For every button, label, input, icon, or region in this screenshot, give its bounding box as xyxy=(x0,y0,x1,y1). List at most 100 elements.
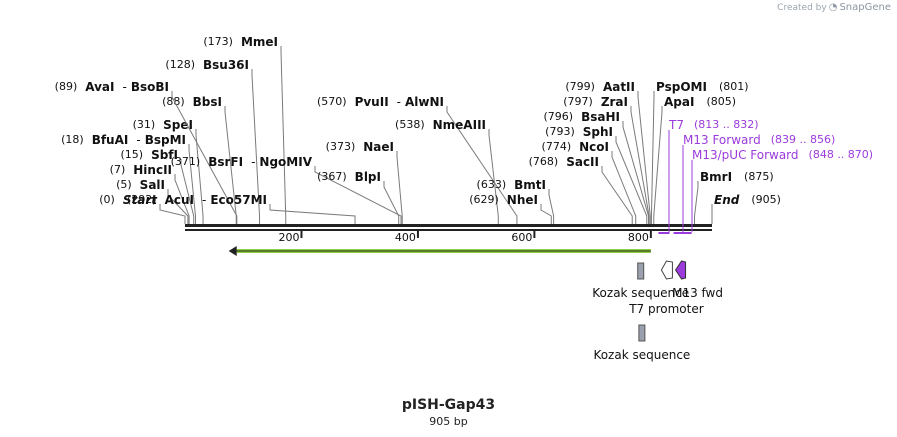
site-position: (905) xyxy=(751,193,781,206)
site-connector xyxy=(269,204,356,224)
site-label: (633)BmtI xyxy=(477,178,546,192)
site-connector xyxy=(548,189,555,224)
site-connector xyxy=(630,106,650,224)
site-position: (292) xyxy=(127,193,157,206)
feature-label: Kozak sequence xyxy=(593,348,690,362)
primer-label: M13/pUC Forward (848 .. 870) xyxy=(692,148,873,162)
site-connector xyxy=(488,129,499,224)
site-name: NcoI xyxy=(579,140,609,154)
site-connector xyxy=(694,181,699,224)
site-name: SalI xyxy=(140,178,165,192)
site-connector xyxy=(224,106,237,224)
site-name: AatII xyxy=(603,80,635,94)
site-label: (128)Bsu36I xyxy=(165,58,249,72)
site-label: (796) BsaHI xyxy=(544,110,621,124)
site-label: (367)BlpI xyxy=(317,170,381,184)
site-position: (373) xyxy=(326,140,356,153)
primer-range: (848 .. 870) xyxy=(809,148,874,161)
site-position: (629) xyxy=(469,193,499,206)
site-name: ZraI xyxy=(601,95,628,109)
site-name: Start xyxy=(123,193,158,207)
site-sphi: (793) SphI xyxy=(545,125,648,224)
ruler-tick-label: 400 xyxy=(395,231,416,244)
primer-name: T7 xyxy=(668,118,684,132)
site-position: (805) xyxy=(706,95,736,108)
site-position: (89) xyxy=(55,80,78,93)
site-position: (0) xyxy=(99,193,115,206)
site-sali: (5)SalI xyxy=(116,178,189,224)
site-name: BmrI xyxy=(700,170,732,184)
site-connector xyxy=(446,106,518,224)
feature-t7-promoter: T7 promoter xyxy=(628,260,704,316)
site-label: (570)PvuII-AlwNI xyxy=(317,95,444,109)
site-name: BsaHI xyxy=(581,110,620,124)
site-nhei: (629)NheI xyxy=(469,193,552,224)
site-name: AvaI xyxy=(85,80,114,94)
site-connector xyxy=(251,69,261,224)
site-hincii: (7) HincII xyxy=(110,163,190,224)
site-label: (799) AatII xyxy=(565,80,635,94)
site-name: ApaI xyxy=(664,95,694,109)
site-start: (0) Start xyxy=(99,193,186,224)
site-dash: - xyxy=(136,133,140,147)
site-acui: (292)AcuI-Eco57MI xyxy=(127,193,356,224)
primer-m13-puc-forward: M13/pUC Forward (848 .. 870) xyxy=(678,148,873,234)
site-connector xyxy=(167,189,189,224)
site-connector xyxy=(159,204,186,224)
site-name-2: BspMI xyxy=(145,133,186,147)
site-position: (793) xyxy=(545,125,575,138)
feature-kozak-2: Kozak sequence xyxy=(593,324,690,362)
map-length: 905 bp xyxy=(429,415,468,428)
site-position: (796) xyxy=(544,110,574,123)
site-connector xyxy=(188,144,196,224)
site-position: (538) xyxy=(395,118,425,131)
site-position: (801) xyxy=(719,80,749,93)
site-name: HincII xyxy=(133,163,172,177)
site-name: BmtI xyxy=(514,178,546,192)
site-name: SacII xyxy=(566,155,599,169)
site-position: (7) xyxy=(110,163,126,176)
credit-prefix: Created by xyxy=(777,2,827,13)
site-dash: - xyxy=(123,80,127,94)
site-label: (793) SphI xyxy=(545,125,613,139)
t7-promoter-arrow-icon xyxy=(660,260,673,280)
primer-t7: T7(813 .. 832) xyxy=(658,118,759,234)
site-connector xyxy=(383,181,400,224)
site-label: (15)SbfI xyxy=(120,148,178,162)
site-connector xyxy=(174,174,190,224)
site-connector xyxy=(280,46,287,224)
site-label: (18)BfuAI-BspMI xyxy=(61,133,186,147)
site-position: (768) xyxy=(529,155,559,168)
primer-range: (839 .. 856) xyxy=(771,133,836,146)
site-label: (371)BsrFI-NgoMIV xyxy=(171,155,313,169)
site-connector xyxy=(314,166,402,224)
site-position: (799) xyxy=(565,80,595,93)
site-connector xyxy=(171,91,238,224)
site-position: (18) xyxy=(61,133,84,146)
site-label: (89)AvaI-BsoBI xyxy=(55,80,169,94)
site-bsahi: (796) BsaHI xyxy=(544,110,650,224)
primer-name: M13/pUC Forward xyxy=(692,148,799,162)
site-connector xyxy=(601,166,633,224)
site-label: ApaI (805) xyxy=(664,95,736,109)
site-name: PvuII xyxy=(355,95,389,109)
sequence-backbone xyxy=(185,224,712,231)
site-name: NmeAIII xyxy=(433,118,486,132)
site-name: BsrFI xyxy=(208,155,243,169)
site-position: (570) xyxy=(317,95,347,108)
site-pvuii: (570)PvuII-AlwNI xyxy=(317,95,518,224)
feature-label: T7 promoter xyxy=(628,302,704,316)
credit-brand: SnapGene xyxy=(839,2,891,13)
site-apai: ApaI (805) xyxy=(653,95,736,224)
site-connector xyxy=(653,106,663,224)
site-label: (7) HincII xyxy=(110,163,172,177)
site-pspomi: PspOMI(801) xyxy=(650,80,749,224)
m13-fwd-arrow-icon xyxy=(674,260,687,280)
feature-label: M13 fwd xyxy=(672,286,723,300)
primer-m13-forward: M13 Forward(839 .. 856) xyxy=(673,133,836,234)
site-bbsi: (88)BbsI xyxy=(162,95,237,224)
kozak-box xyxy=(637,262,645,280)
site-name: SphI xyxy=(583,125,613,139)
